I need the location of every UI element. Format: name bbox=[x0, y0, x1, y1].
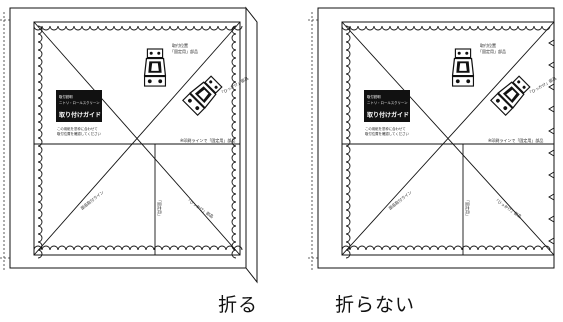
caption-no-fold: 折らない bbox=[335, 294, 416, 316]
bracket-base bbox=[143, 75, 167, 87]
bracket-icon-diagonal bbox=[490, 75, 531, 116]
bracket-window bbox=[198, 89, 209, 100]
bracket-window bbox=[506, 89, 517, 100]
scallop-edge-left bbox=[37, 25, 43, 259]
label-top-center: 取付位置 bbox=[480, 42, 496, 48]
bracket-screw-hole bbox=[188, 98, 192, 103]
bracket-screw-hole bbox=[195, 106, 200, 110]
arrow-mark-right bbox=[548, 193, 555, 201]
bracket-screw-hole bbox=[496, 98, 500, 103]
bracket-clip bbox=[204, 75, 223, 94]
guide-sheet-fold: 取付位置「固定用」部品「ひっかけ」部品※印刷ラインで「固定用」部品部品取付ライン… bbox=[0, 6, 258, 284]
label-bottom-center: 「固定用」 bbox=[465, 198, 471, 218]
arrow-mark-right bbox=[548, 39, 555, 47]
arrow-mark-right bbox=[548, 105, 555, 113]
scallop-edge-top bbox=[33, 25, 243, 31]
bracket-clip bbox=[512, 75, 531, 94]
bracket-screw-hole bbox=[455, 79, 460, 84]
sheet-outline bbox=[317, 7, 555, 269]
card-line-1: 取付説明 bbox=[59, 94, 73, 99]
card-line-1: 取付説明 bbox=[367, 94, 381, 99]
bracket-screw-hole bbox=[522, 85, 526, 89]
arrow-mark-right bbox=[548, 149, 555, 157]
scallop-edge-right bbox=[231, 25, 237, 259]
guide-title-card bbox=[364, 90, 410, 122]
guide-title-card bbox=[56, 90, 102, 122]
scallop-edge-bottom bbox=[33, 245, 243, 251]
caption-fold: 折る bbox=[218, 294, 259, 316]
arrow-mark-right bbox=[548, 61, 555, 69]
bracket-base bbox=[490, 92, 514, 116]
diagonal-line bbox=[33, 21, 241, 256]
card-note-1: この用紙を窓枠に合わせて bbox=[57, 126, 98, 131]
bracket-screw-hole bbox=[147, 79, 152, 84]
bracket-screw-hole bbox=[503, 106, 508, 110]
card-title: 取り付けガイド bbox=[367, 111, 409, 119]
bracket-icon-top bbox=[143, 48, 167, 87]
bracket-clip bbox=[146, 48, 164, 59]
card-title: 取り付けガイド bbox=[59, 111, 101, 119]
label-right-mid: ※印刷ラインで「固定用」部品 bbox=[180, 137, 235, 143]
arrow-mark-right bbox=[548, 171, 555, 179]
arrow-mark-right bbox=[548, 237, 555, 245]
label-top-center-sub: 「固定用」部品 bbox=[478, 48, 506, 54]
label-bottom-center: 「固定用」 bbox=[157, 198, 163, 218]
bracket-window bbox=[459, 63, 467, 71]
label-top-center-sub: 「固定用」部品 bbox=[170, 48, 198, 54]
bracket-screw-hole bbox=[209, 80, 213, 84]
arrow-mark-right bbox=[548, 215, 555, 223]
label-top-center: 取付位置 bbox=[172, 42, 188, 48]
bracket-base bbox=[451, 75, 475, 87]
guide-border bbox=[33, 21, 241, 256]
card-line-2: ニトリ・ロールスクリーン bbox=[59, 100, 100, 105]
card-line-2: ニトリ・ロールスクリーン bbox=[367, 100, 408, 105]
label-right-mid: ※印刷ラインで「固定用」部品 bbox=[488, 137, 543, 143]
bracket-window bbox=[151, 63, 159, 71]
bracket-screw-hole bbox=[465, 51, 469, 55]
guide-border bbox=[341, 21, 555, 256]
guide-sheet-no-fold: 取付位置「固定用」部品「ひっかけ」部品※印刷ラインで「固定用」部品部品取付ライン… bbox=[308, 7, 557, 270]
bracket-screw-hole bbox=[457, 51, 461, 55]
card-note-1: この用紙を窓枠に合わせて bbox=[365, 126, 406, 131]
scallop-edge-top bbox=[341, 25, 551, 31]
card-note-2: 取付位置を確認してください bbox=[57, 131, 101, 136]
bracket-screw-hole bbox=[214, 85, 218, 89]
bracket-icon-diagonal bbox=[182, 75, 223, 116]
arrow-mark-right bbox=[548, 83, 555, 91]
bracket-screw-hole bbox=[517, 80, 521, 84]
bracket-screw-hole bbox=[149, 51, 153, 55]
arrow-mark-right bbox=[548, 127, 555, 135]
bracket-screw-hole bbox=[157, 51, 161, 55]
scallop-edge-left bbox=[345, 25, 351, 259]
bracket-icon-top bbox=[451, 48, 475, 87]
scallop-edge-bottom bbox=[341, 245, 551, 251]
bracket-clip bbox=[454, 48, 472, 59]
bracket-base bbox=[182, 92, 206, 116]
bracket-screw-hole bbox=[466, 79, 471, 84]
card-note-2: 取付位置を確認してください bbox=[365, 131, 409, 136]
bracket-screw-hole bbox=[158, 79, 163, 84]
diagonal-line bbox=[341, 21, 555, 256]
folded-flap bbox=[245, 6, 258, 284]
